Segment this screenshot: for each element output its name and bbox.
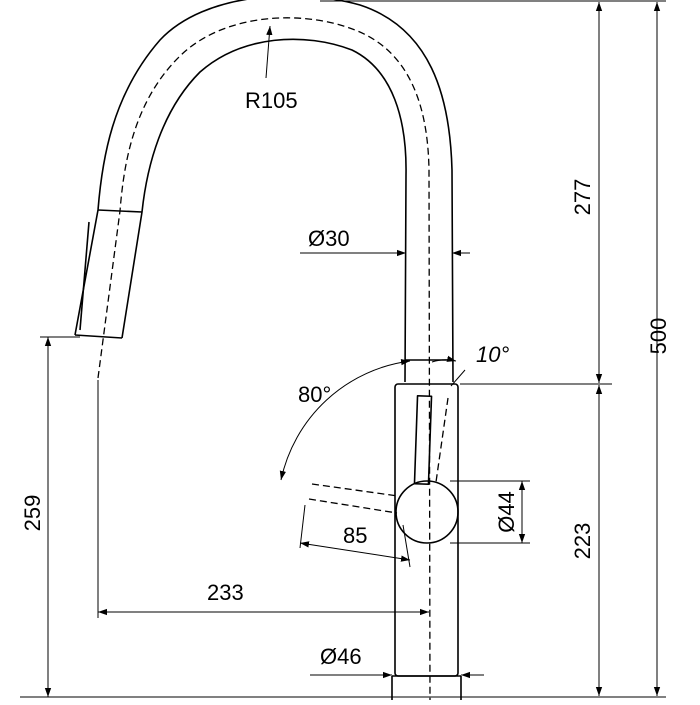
label-base-diameter: Ø46 bbox=[320, 644, 362, 669]
label-radius: R105 bbox=[245, 88, 298, 113]
spout-inner-contour bbox=[121, 38, 407, 383]
dim-swivel-angle-leader bbox=[450, 369, 466, 387]
label-reach: 233 bbox=[207, 580, 244, 605]
label-total-height: 500 bbox=[646, 318, 671, 355]
dimension-lines bbox=[20, 0, 666, 698]
dim-radius-leader bbox=[265, 25, 273, 79]
spout-outer-contour bbox=[74, 0, 454, 383]
dim-lever-length-line bbox=[299, 541, 411, 562]
spout-centerline bbox=[97, 17, 431, 701]
body-cylinder bbox=[394, 383, 459, 677]
dim-swivel-angle-arc bbox=[431, 355, 457, 363]
handle-knob bbox=[395, 480, 459, 544]
faucet-base bbox=[391, 675, 462, 700]
label-spout-diameter: Ø30 bbox=[308, 226, 350, 251]
dim-lever-length-ext1 bbox=[299, 504, 306, 549]
label-lower-height: 223 bbox=[570, 523, 595, 560]
dimension-labels: R105 Ø30 80° 10° 85 Ø44 233 Ø46 259 277 … bbox=[20, 88, 671, 669]
spray-head-bottom bbox=[74, 334, 123, 339]
dim-lever-length-ext2 bbox=[402, 524, 411, 568]
lever-tilted-10deg bbox=[435, 397, 449, 483]
label-tip-height: 259 bbox=[20, 495, 45, 532]
label-handle-diameter: Ø44 bbox=[494, 491, 519, 533]
spray-head-edge bbox=[79, 221, 90, 331]
label-swivel-angle: 10° bbox=[476, 342, 509, 367]
label-upper-height: 277 bbox=[570, 179, 595, 216]
lever-open-80deg-bottom bbox=[308, 498, 398, 514]
lever-open-80deg-top bbox=[311, 483, 399, 497]
dim-lever-angle-arc bbox=[279, 359, 411, 481]
label-lever-length: 85 bbox=[343, 523, 367, 548]
label-lever-angle: 80° bbox=[298, 382, 331, 407]
dashed-lines bbox=[97, 17, 449, 701]
